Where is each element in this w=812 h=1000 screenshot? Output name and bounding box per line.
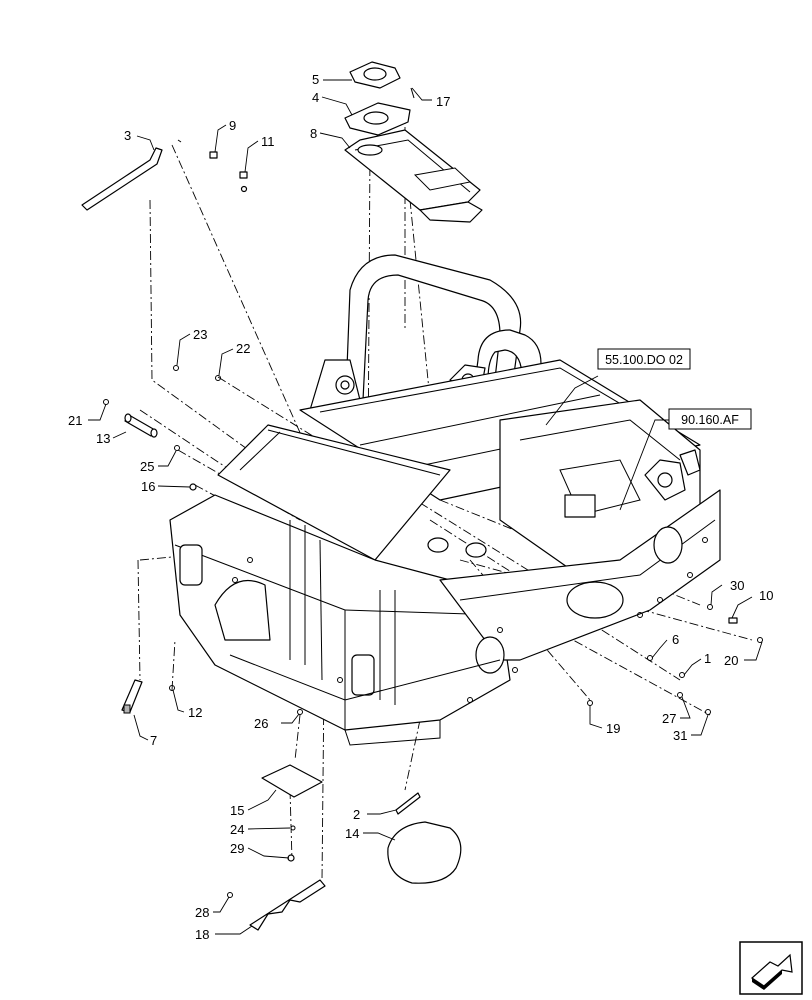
part-15-plate <box>261 764 323 798</box>
part-2-rod <box>395 792 421 815</box>
body-bolts <box>232 537 708 703</box>
callout-12: 12 <box>188 705 202 720</box>
callout-16: 16 <box>141 479 155 494</box>
reference-label: 55.100.DO 02 <box>605 353 683 367</box>
part-18-guard <box>249 879 326 931</box>
callout-17: 17 <box>436 94 450 109</box>
callout-25: 25 <box>140 459 154 474</box>
callout-2: 2 <box>353 807 360 822</box>
leader-lines <box>88 79 763 935</box>
callout-30: 30 <box>730 578 744 593</box>
callout-20: 20 <box>724 653 738 668</box>
callout-26: 26 <box>254 716 268 731</box>
callout-3: 3 <box>124 128 131 143</box>
callout-6: 6 <box>672 632 679 647</box>
callout-7: 7 <box>150 733 157 748</box>
part-13-pin <box>124 413 158 438</box>
fasteners <box>103 365 763 898</box>
part-4-gasket <box>344 102 411 136</box>
part-3-rod <box>81 147 163 211</box>
part-5-flange <box>349 61 401 89</box>
callout-18: 18 <box>195 927 209 942</box>
callout-11: 11 <box>261 134 275 149</box>
callout-numbers: 5 4 8 17 3 9 11 23 22 21 13 25 16 10 30 … <box>68 72 773 942</box>
callout-19: 19 <box>606 721 620 736</box>
hardware-small <box>177 87 415 193</box>
callout-10: 10 <box>759 588 773 603</box>
callout-23: 23 <box>193 327 207 342</box>
chassis-frame <box>169 254 721 746</box>
callout-4: 4 <box>312 90 319 105</box>
callout-9: 9 <box>229 118 236 133</box>
reference-box-90-160[interactable]: 90.160.AF <box>668 408 752 430</box>
reference-label: 90.160.AF <box>681 413 739 427</box>
callout-15: 15 <box>230 803 244 818</box>
callout-14: 14 <box>345 826 359 841</box>
reference-box-55-100[interactable]: 55.100.DO 02 <box>597 348 691 370</box>
part-7-bracket <box>121 679 143 714</box>
callout-8: 8 <box>310 126 317 141</box>
callout-29: 29 <box>230 841 244 856</box>
part-14-oval-cover <box>387 821 462 884</box>
part-8-top-plate <box>344 129 483 223</box>
callout-5: 5 <box>312 72 319 87</box>
callout-13: 13 <box>96 431 110 446</box>
callout-28: 28 <box>195 905 209 920</box>
callout-27: 27 <box>662 711 676 726</box>
callout-24: 24 <box>230 822 244 837</box>
callout-31: 31 <box>673 728 687 743</box>
callout-21: 21 <box>68 413 82 428</box>
callout-22: 22 <box>236 341 250 356</box>
next-page-arrow-icon[interactable] <box>739 941 803 995</box>
callout-1: 1 <box>704 651 711 666</box>
